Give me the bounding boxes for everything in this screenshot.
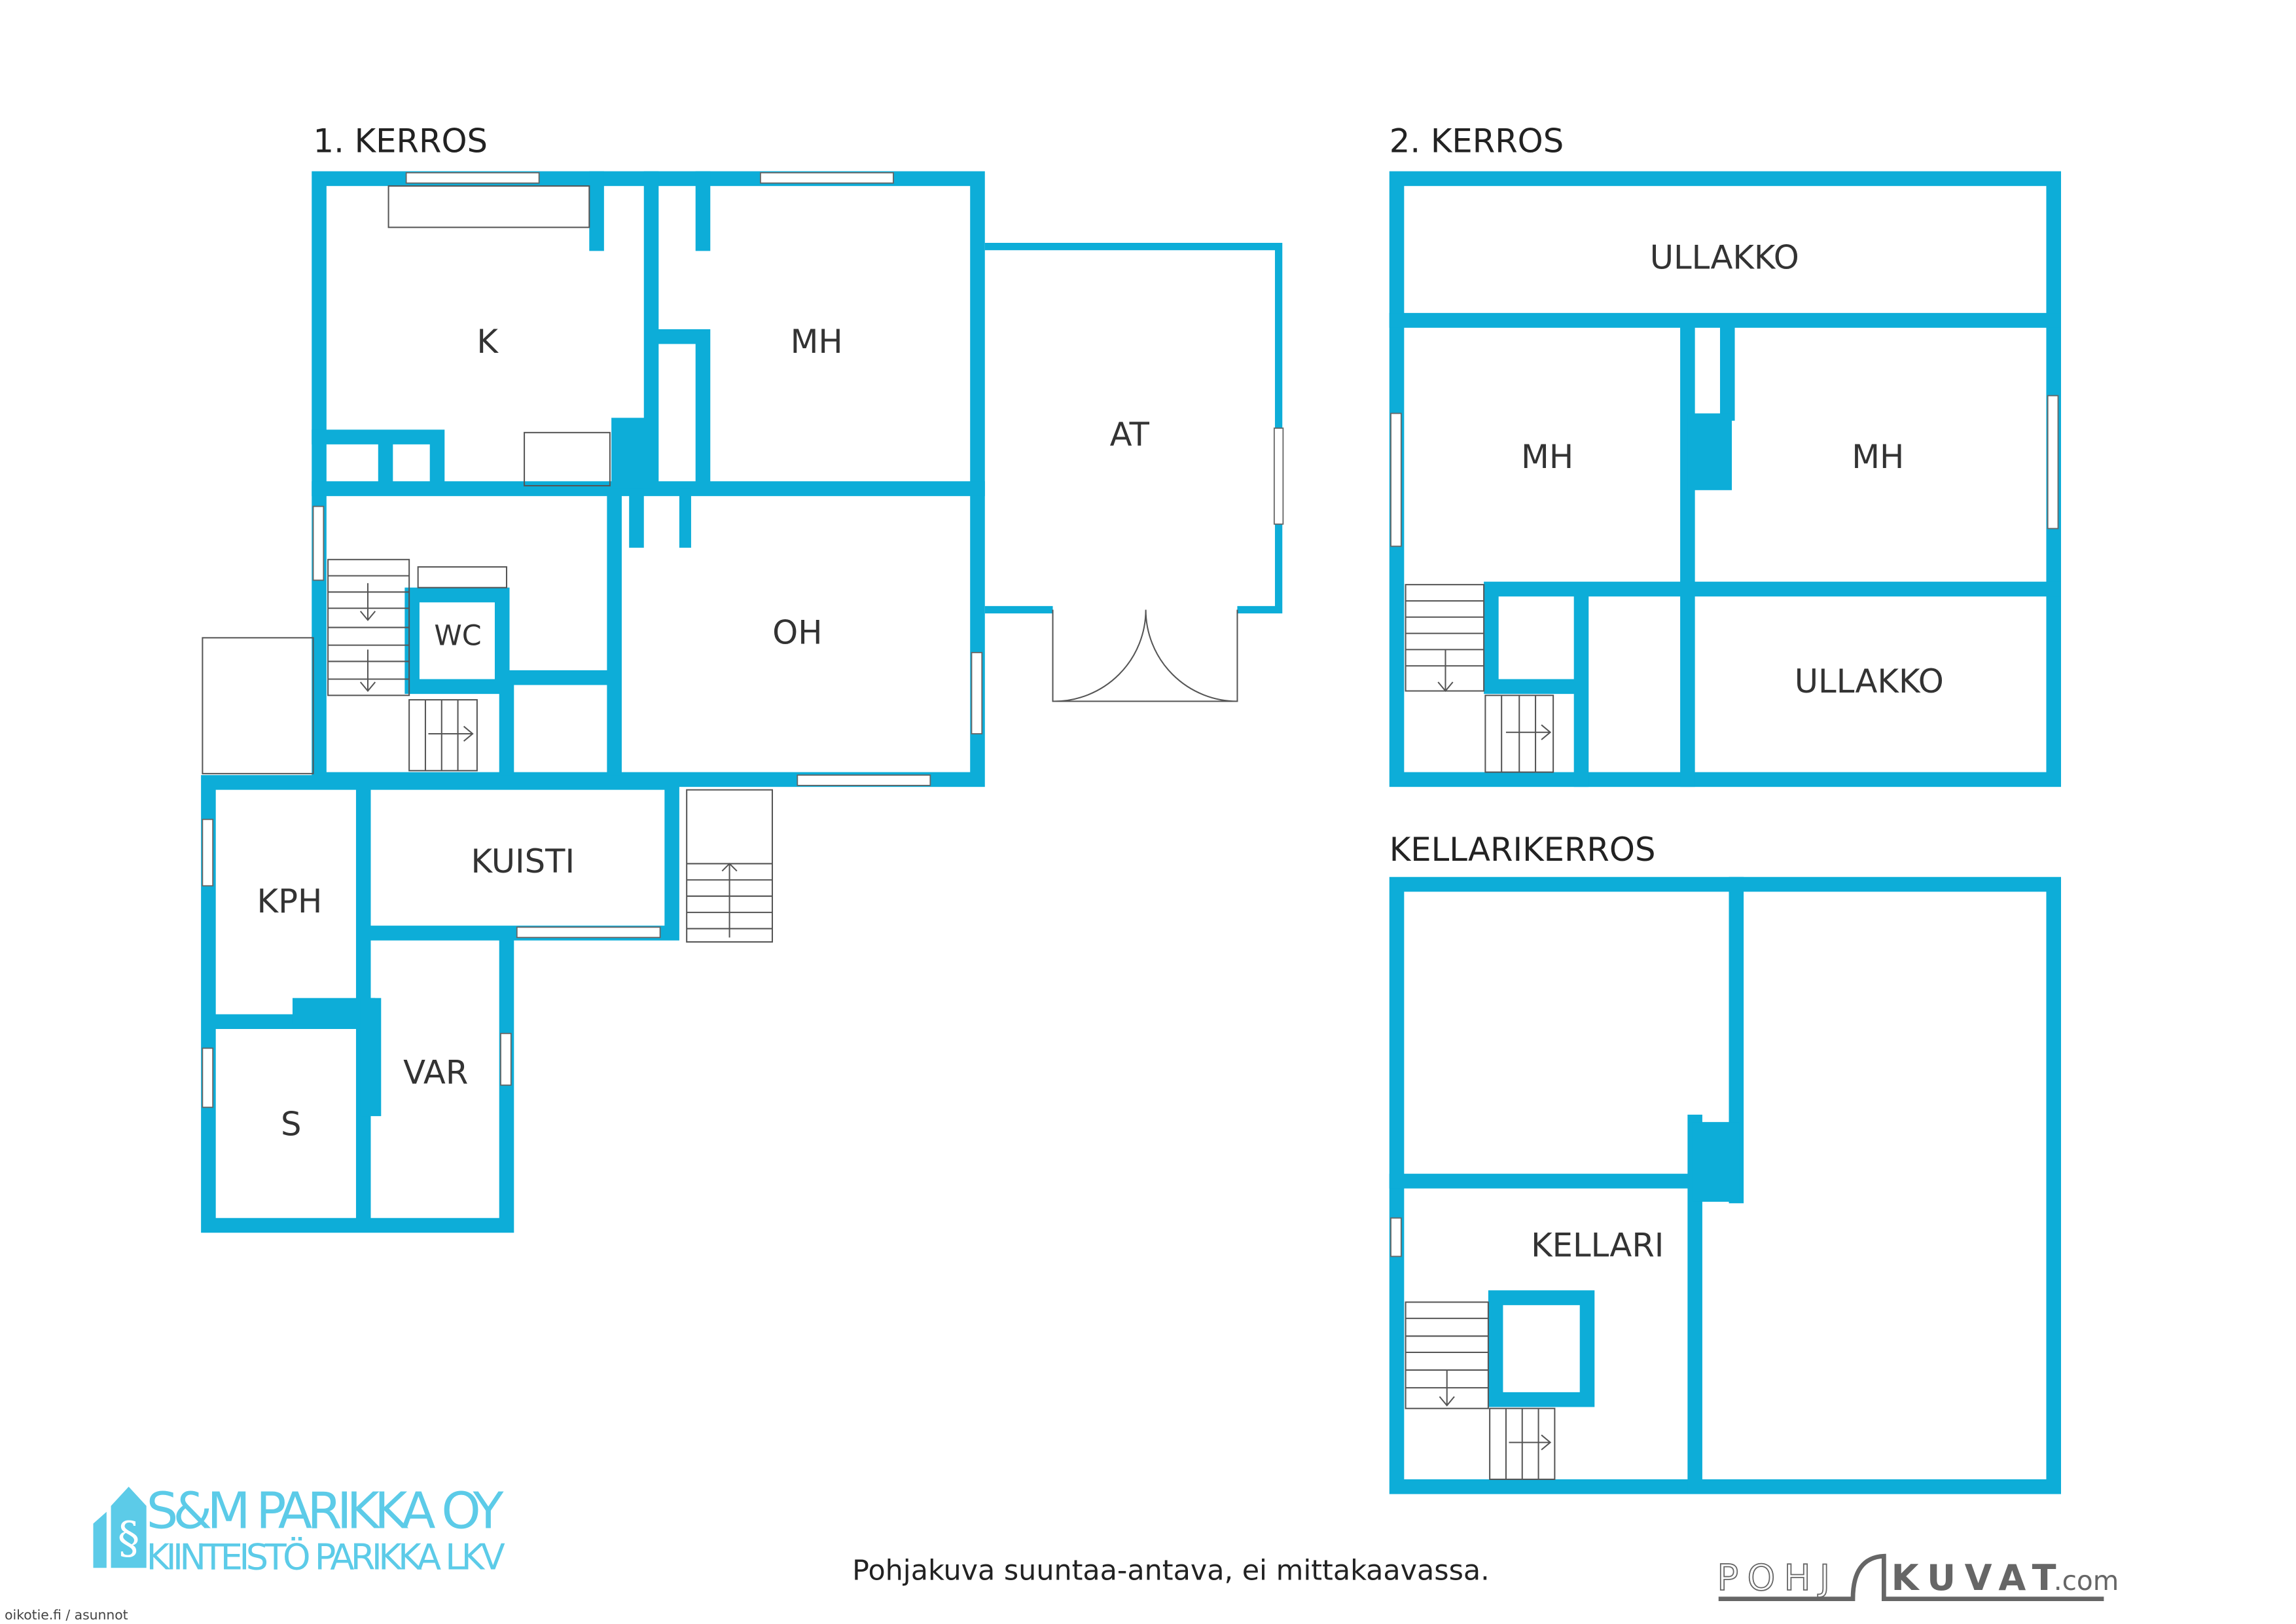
svg-text:§: § (118, 1512, 140, 1564)
room-label-var: VAR (403, 1054, 468, 1092)
floor1-fixtures (202, 171, 1284, 1108)
room-label-k: K (476, 323, 499, 361)
basement-fixtures (1390, 1217, 1556, 1480)
logo-line2: KIINTEISTÖ PARIKKA LKV (147, 1537, 505, 1578)
room-label-kellari: KELLARI (1531, 1226, 1664, 1264)
pohjakuvat-logo: POHJ KUVAT .com (1717, 1553, 2119, 1602)
stairs-icon (1405, 1301, 1489, 1409)
floor2-title: 2. KERROS (1390, 122, 1564, 160)
room-label-oh: OH (772, 613, 822, 651)
stairs-icon (408, 699, 478, 772)
room-label-s: S (281, 1105, 302, 1143)
logo-line1: S&M PARIKKA OY (147, 1482, 504, 1540)
room-label-mh: MH (791, 323, 843, 361)
stairs-icon (1405, 584, 1485, 693)
room-label-kuisti: KUISTI (471, 842, 575, 880)
room-label-ullakko-bottom: ULLAKKO (1795, 662, 1944, 700)
room-label-mh-right: MH (1852, 438, 1904, 476)
house-icon (93, 1487, 147, 1568)
logo-bold-text: KUVAT (1892, 1557, 2065, 1598)
stairs-icon (1484, 695, 1554, 773)
disclaimer-note: Pohjakuva suuntaa-antava, ei mittakaavas… (852, 1554, 1490, 1587)
door-icon (1052, 609, 1238, 702)
room-label-at: AT (1110, 416, 1150, 454)
stairs-icon (327, 558, 410, 696)
room-label-mh-left: MH (1521, 438, 1573, 476)
floor1-walls (201, 171, 1283, 1233)
room-label-kph: KPH (257, 882, 323, 920)
sm-parikka-logo: § S&M PARIKKA OY KIINTEISTÖ PARIKKA LKV (93, 1482, 505, 1578)
basement-walls (1389, 876, 2061, 1494)
room-label-ullakko-top: ULLAKKO (1650, 238, 1799, 276)
room-label-wc: WC (434, 620, 481, 653)
stairs-icon (1489, 1407, 1556, 1480)
source-caption: oikotie.fi / asunnot (5, 1607, 128, 1623)
floor1-title: 1. KERROS (314, 122, 488, 160)
floor2-fixtures (1390, 395, 2059, 773)
logo-suffix: .com (2054, 1565, 2119, 1597)
logo-outline-text: POHJ (1717, 1557, 1839, 1598)
basement-title: KELLARIKERROS (1390, 831, 1656, 869)
stairs-icon (686, 789, 774, 943)
